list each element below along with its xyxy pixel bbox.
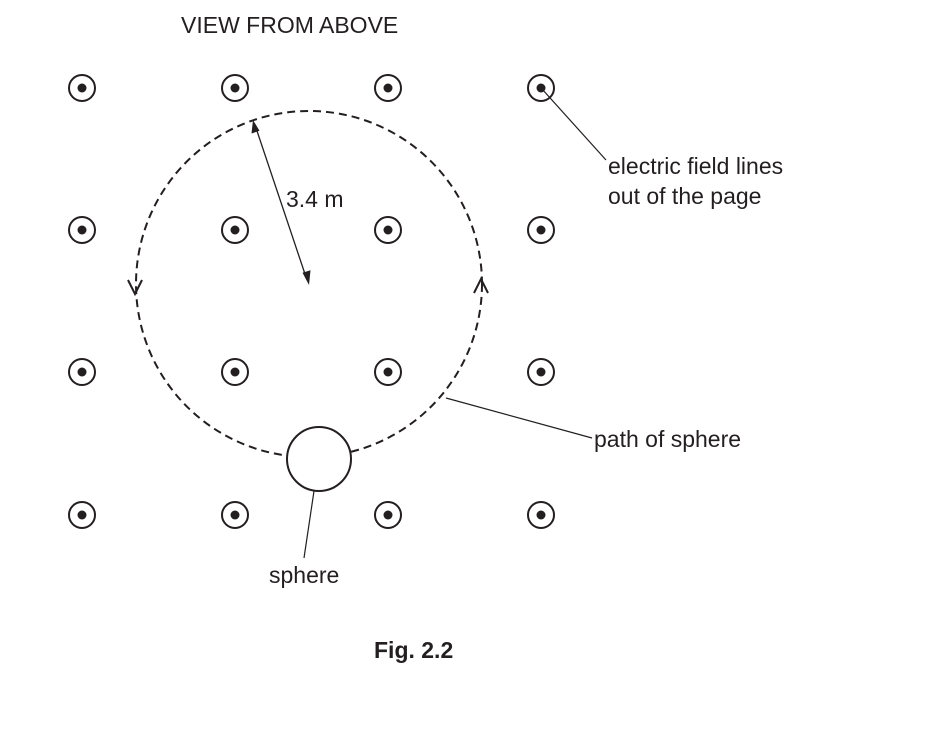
radius-arrowhead-bottom-icon xyxy=(302,270,311,285)
field-line-out-of-page-icon xyxy=(221,216,249,244)
path-label: path of sphere xyxy=(594,426,741,452)
sphere-label-leader xyxy=(303,490,315,559)
field-line-out-of-page-icon xyxy=(68,74,96,102)
radius-arrow xyxy=(251,120,311,285)
path-of-sphere-circle xyxy=(135,110,483,458)
field-symbol-grid xyxy=(68,74,555,529)
field-line-out-of-page-icon xyxy=(68,358,96,386)
field-line-out-of-page-icon xyxy=(374,358,402,386)
sphere xyxy=(286,426,352,492)
field-label-line-2: out of the page xyxy=(608,183,761,209)
field-line-out-of-page-icon xyxy=(68,501,96,529)
field-line-out-of-page-icon xyxy=(221,358,249,386)
field-line-out-of-page-icon xyxy=(527,358,555,386)
field-line-out-of-page-icon xyxy=(527,501,555,529)
radius-label: 3.4 m xyxy=(286,186,344,212)
field-line-out-of-page-icon xyxy=(221,74,249,102)
field-label-line-1: electric field lines xyxy=(608,153,783,179)
field-line-out-of-page-icon xyxy=(68,216,96,244)
field-line-out-of-page-icon xyxy=(374,501,402,529)
sphere-label: sphere xyxy=(269,562,339,588)
field-line-out-of-page-icon xyxy=(527,216,555,244)
radius-arrowhead-top-icon xyxy=(251,120,260,134)
field-line-out-of-page-icon xyxy=(221,501,249,529)
view-title: VIEW FROM ABOVE xyxy=(181,12,398,38)
field-line-out-of-page-icon xyxy=(374,74,402,102)
field-label-leader xyxy=(541,88,607,161)
path-arrowhead-left-icon xyxy=(127,279,143,297)
figure-caption: Fig. 2.2 xyxy=(374,637,453,663)
path-label-leader xyxy=(445,397,593,439)
field-line-out-of-page-icon xyxy=(374,216,402,244)
path-arrowhead-right-icon xyxy=(473,276,489,294)
